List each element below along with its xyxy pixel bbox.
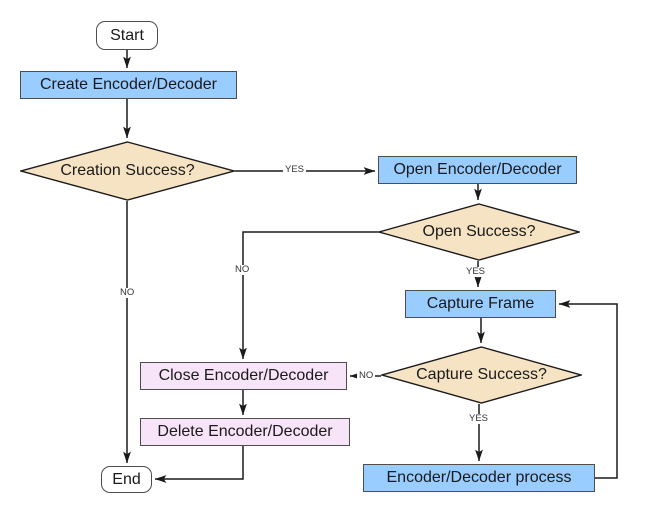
node-delete[interactable]: Delete Encoder/Decoder xyxy=(140,418,350,446)
node-label-capture_q: Capture Success? xyxy=(416,366,547,383)
node-label-creation_q: Creation Success? xyxy=(60,162,195,179)
node-label-capture: Capture Frame xyxy=(426,295,535,312)
node-create[interactable]: Create Encoder/Decoder xyxy=(20,71,237,99)
node-process[interactable]: Encoder/Decoder process xyxy=(363,464,595,492)
node-label-delete: Delete Encoder/Decoder xyxy=(157,423,333,440)
node-start[interactable]: Start xyxy=(96,21,158,50)
node-open_q[interactable]: Open Success? xyxy=(378,203,580,261)
edge-label-open-yes: YES xyxy=(464,266,488,277)
edge-open-no-to-close xyxy=(239,231,378,360)
diamond-shape-creation_q xyxy=(20,141,235,201)
edge-delete-to-end xyxy=(154,446,244,483)
edge-label-creation-yes: YES xyxy=(283,164,307,175)
node-creation_q[interactable]: Creation Success? xyxy=(20,141,235,201)
diamond-shape-capture_q xyxy=(381,346,582,404)
edge-process-loop-to-capture xyxy=(558,300,618,479)
node-label-close: Close Encoder/Decoder xyxy=(158,367,329,384)
edge-label-capture-no: NO xyxy=(357,370,376,381)
diamond-shape-open_q xyxy=(378,203,580,261)
node-label-create: Create Encoder/Decoder xyxy=(40,76,217,93)
node-label-open: Open Encoder/Decoder xyxy=(393,161,562,178)
node-end[interactable]: End xyxy=(101,466,152,493)
node-label-end: End xyxy=(112,470,141,488)
node-capture_q[interactable]: Capture Success? xyxy=(381,346,582,404)
node-close[interactable]: Close Encoder/Decoder xyxy=(140,362,347,390)
node-capture[interactable]: Capture Frame xyxy=(405,290,556,318)
edge-label-open-no: NO xyxy=(233,264,252,275)
node-label-open_q: Open Success? xyxy=(422,223,536,240)
node-label-process: Encoder/Decoder process xyxy=(386,469,572,486)
node-open[interactable]: Open Encoder/Decoder xyxy=(378,156,577,184)
edge-label-capture-yes: YES xyxy=(467,413,491,424)
edge-label-creation-no: NO xyxy=(118,287,137,298)
node-label-start: Start xyxy=(110,26,144,44)
